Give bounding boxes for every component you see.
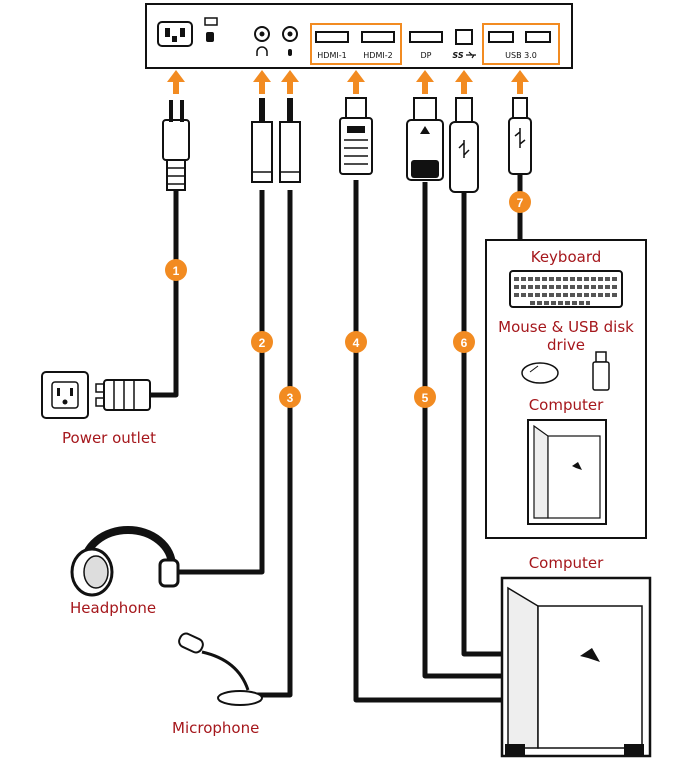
usb-upstream-port-icon: [455, 29, 473, 45]
arrow-up-icon: [455, 70, 473, 94]
hdmi-2-port-icon: [361, 31, 395, 43]
headphone-jack-icon: [254, 26, 270, 56]
displayport-cable: [422, 182, 505, 679]
cables: [150, 175, 523, 703]
computer-in-panel-label: Computer: [529, 396, 604, 414]
usb-3-port-group-frame: [482, 23, 560, 65]
microphone-icon: [178, 632, 263, 706]
number-badges: 1 2 3 4 5 6 7: [165, 191, 531, 408]
svg-text:2: 2: [259, 336, 266, 350]
microphone-plug-connector: [279, 98, 301, 183]
arrow-up-icon: [167, 70, 185, 94]
usb-3-label: USB 3.0: [505, 51, 537, 60]
hdmi-1-port-icon: [315, 31, 349, 43]
mouse-usb-label-line2: drive: [547, 336, 585, 354]
badge-7: 7: [509, 191, 531, 213]
usb-b-plug-connector: [449, 97, 479, 193]
kensington-lock-icon: [204, 17, 218, 42]
headphone-plug-connector: [251, 98, 273, 183]
displayport-plug-connector: [406, 97, 444, 181]
headphone-label: Headphone: [70, 599, 156, 617]
hdmi-2-label: HDMI-2: [363, 51, 392, 60]
badge-2: 2: [251, 331, 273, 353]
arrow-up-icon: [347, 70, 365, 94]
headphone-cable: [176, 190, 265, 575]
arrow-up-icon: [253, 70, 271, 94]
badge-6: 6: [453, 331, 475, 353]
svg-text:1: 1: [173, 264, 180, 278]
power-plug-connector: [162, 100, 190, 191]
mic-jack-icon: [282, 26, 298, 56]
svg-text:7: 7: [517, 196, 524, 210]
displayport-label: DP: [421, 51, 432, 60]
microphone-cable: [256, 190, 293, 698]
usb-3-port-a-icon: [488, 31, 514, 43]
headphone-icon: [70, 526, 180, 597]
hdmi-cable: [353, 180, 505, 703]
computer-tower-icon: [500, 576, 652, 758]
power-outlet-label: Power outlet: [62, 429, 156, 447]
svg-text:5: 5: [422, 391, 429, 405]
usb-trident-icon: [466, 51, 476, 59]
usb-drive-icon: [592, 351, 610, 391]
svg-text:3: 3: [287, 391, 294, 405]
badge-1: 1: [165, 259, 187, 281]
microphone-label: Microphone: [172, 719, 259, 737]
svg-text:4: 4: [353, 336, 360, 350]
power-cable: [150, 190, 179, 398]
badge-4: 4: [345, 331, 367, 353]
usb-3-port-b-icon: [525, 31, 551, 43]
computer-label: Computer: [529, 554, 604, 572]
connection-arrows: [167, 70, 529, 94]
power-outlet-icon: [41, 371, 151, 419]
hdmi-port-group-frame: [310, 23, 402, 65]
computer-tower-small-icon: [527, 419, 607, 525]
mouse-usb-label-line1: Mouse & USB disk: [498, 318, 634, 336]
keyboard-label: Keyboard: [531, 248, 602, 266]
usb-upstream-label: SS: [452, 51, 463, 60]
hdmi-1-label: HDMI-1: [317, 51, 346, 60]
arrow-up-icon: [281, 70, 299, 94]
displayport-port-icon: [409, 31, 443, 43]
ac-inlet-icon: [157, 21, 193, 47]
hdmi-plug-connector: [339, 97, 373, 175]
keyboard-icon: [509, 270, 623, 308]
monitor-io-panel: HDMI-1 HDMI-2 DP SS USB 3.0: [145, 3, 573, 69]
usb-a-plug-connector: [508, 97, 532, 175]
mouse-icon: [521, 362, 559, 384]
arrow-up-icon: [416, 70, 434, 94]
svg-text:6: 6: [461, 336, 468, 350]
arrow-up-icon: [511, 70, 529, 94]
badge-3: 3: [279, 386, 301, 408]
badge-5: 5: [414, 386, 436, 408]
